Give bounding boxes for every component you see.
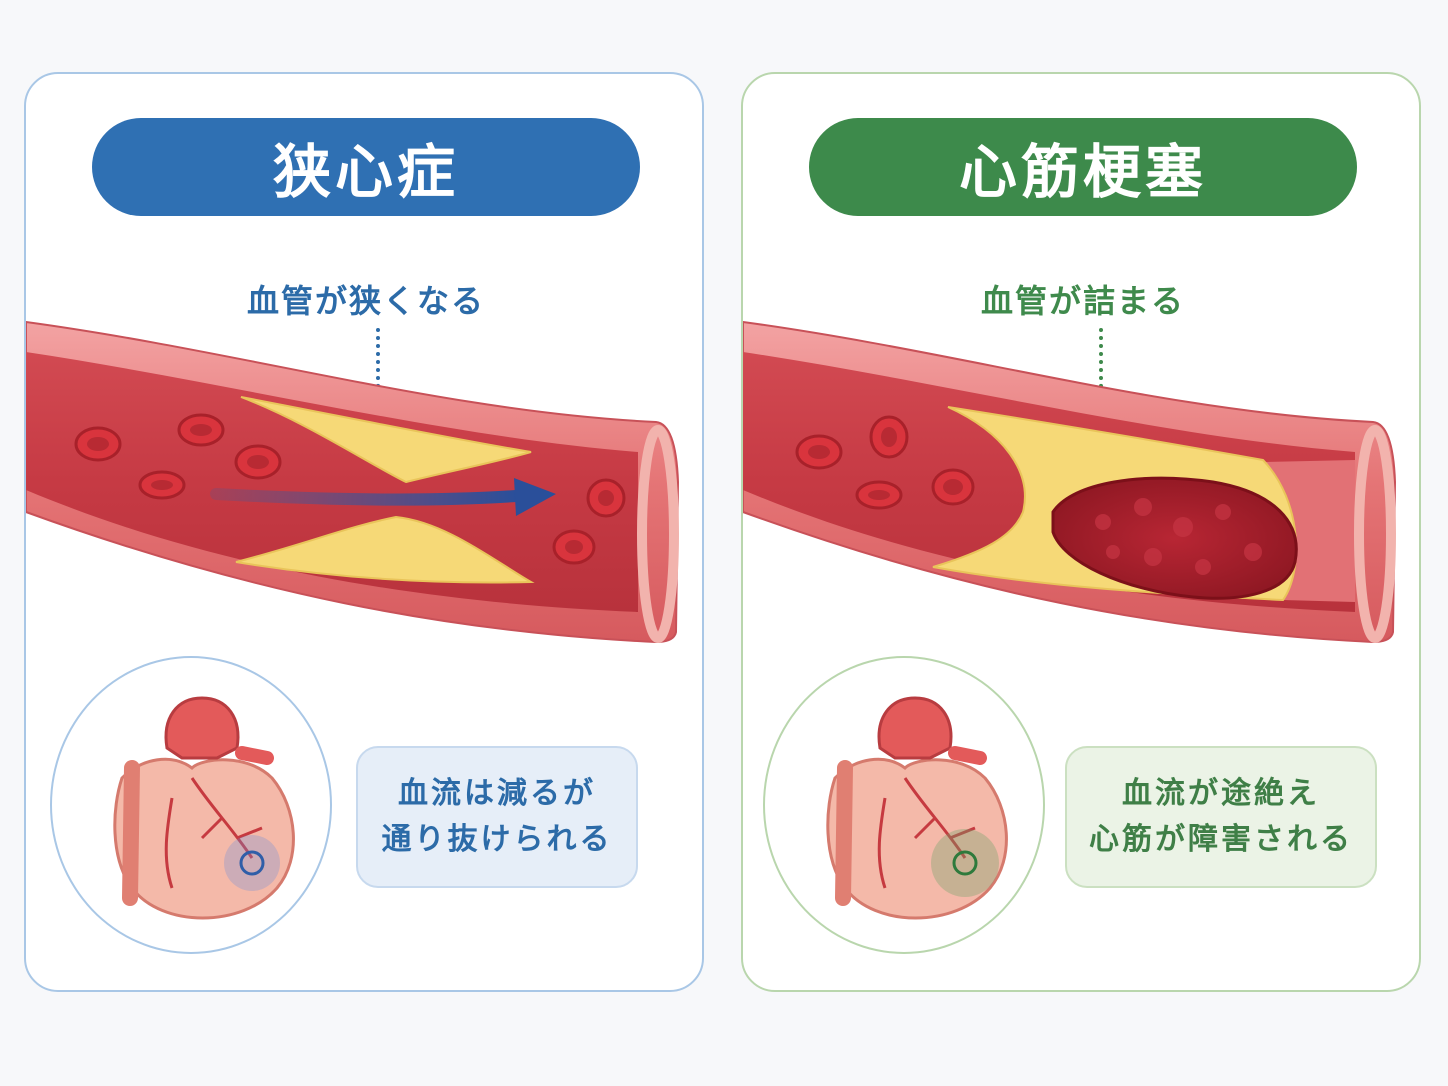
infarction-caption: 血管が詰まる <box>980 282 1185 320</box>
infarction-title: 心筋梗塞 <box>809 118 1357 216</box>
angina-heart-circle <box>50 656 332 954</box>
infarction-pointer-dots <box>1099 328 1103 388</box>
angina-title: 狭心症 <box>92 118 640 216</box>
angina-panel: 狭心症 血管が狭くなる <box>24 72 704 992</box>
angina-note-line-2: 通り抜けられる <box>381 822 613 857</box>
narrowed-artery-illustration <box>26 320 680 644</box>
infarction-note-line-1: 血流が途絶え <box>1122 776 1320 811</box>
angina-note-line-1: 血流は減るが <box>398 776 596 811</box>
heart-illustration <box>113 696 295 920</box>
infarction-note-line-2: 心筋が障害される <box>1089 822 1353 857</box>
angina-caption: 血管が狭くなる <box>246 282 485 320</box>
angina-note: 血流は減るが 通り抜けられる <box>356 746 638 888</box>
infarction-panel: 心筋梗塞 血管が詰まる <box>741 72 1421 992</box>
infarction-heart-circle <box>763 656 1045 954</box>
heart-illustration <box>826 696 1008 920</box>
blocked-artery-illustration <box>743 320 1397 644</box>
infarction-note: 血流が途絶え 心筋が障害される <box>1065 746 1377 888</box>
angina-pointer-dots <box>376 328 380 388</box>
